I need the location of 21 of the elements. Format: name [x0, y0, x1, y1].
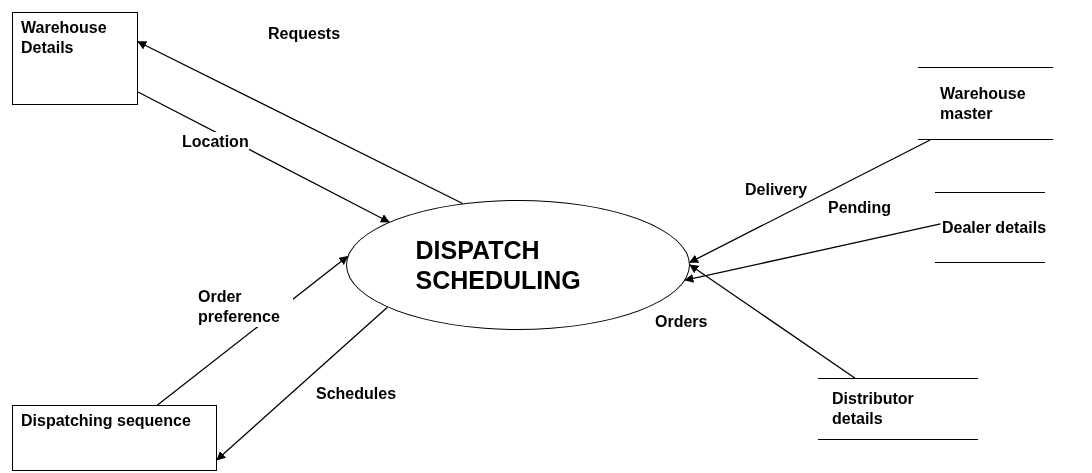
arrow [216, 306, 389, 461]
node-label: Dispatching sequence [21, 411, 192, 431]
node-label: Dealer details [941, 217, 1047, 238]
arrow [137, 41, 464, 205]
edge-label: Order preference [198, 287, 293, 327]
data-store [935, 192, 1045, 263]
edge-label: Requests [268, 24, 341, 44]
entity-box [12, 12, 138, 105]
data-store [818, 378, 978, 440]
node-label: DISPATCH SCHEDULING [415, 235, 582, 295]
arrow [689, 264, 856, 379]
edge-label: Pending [828, 198, 892, 218]
edge-label: Location [182, 132, 249, 152]
data-store [918, 67, 1053, 140]
arrow [689, 139, 931, 263]
node-label: Warehouse master [939, 83, 1027, 124]
entity-box [12, 405, 217, 471]
node-label: Warehouse Details [21, 18, 108, 58]
node-label: Distributor details [831, 389, 915, 429]
arrow [684, 223, 942, 283]
edge-label: Delivery [745, 180, 808, 200]
